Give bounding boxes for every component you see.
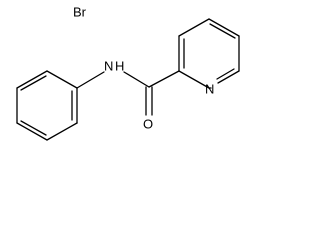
- ring-b-double-bond-3: [216, 68, 235, 80]
- amide-nitrogen-label: N: [104, 59, 113, 74]
- amide-linker: [76, 70, 180, 116]
- carbonyl-oxygen-label: O: [143, 117, 153, 132]
- ring-b-double-bond-2: [209, 23, 236, 39]
- ring-a-bond-1: [46, 70, 78, 89]
- bromine-label: Br: [73, 5, 87, 20]
- ring-b-bond-7: [217, 70, 240, 84]
- pyridine-ring: [178, 18, 240, 89]
- ring-b-bond-1: [178, 70, 210, 89]
- amide-hydrogen-label: H: [115, 59, 124, 74]
- aryl-to-nh-bond: [76, 71, 105, 89]
- bromophenyl-ring: [16, 70, 78, 141]
- pyridine-nitrogen-label: N: [205, 82, 214, 97]
- chemical-structure: N H O N Br: [16, 5, 240, 141]
- ring-a-bond-4: [16, 122, 48, 141]
- carbonyl-to-pyridine-bond: [148, 70, 180, 88]
- ring-a-bond-3: [46, 122, 78, 141]
- nh-to-carbonyl-bond: [123, 71, 150, 88]
- ring-a-bond-6: [16, 70, 48, 89]
- ring-b-bond-5: [208, 18, 240, 37]
- ring-b-bond-4: [178, 18, 210, 37]
- ring-a-double-bond-2: [20, 120, 47, 136]
- ring-a-double-bond-3: [20, 75, 47, 91]
